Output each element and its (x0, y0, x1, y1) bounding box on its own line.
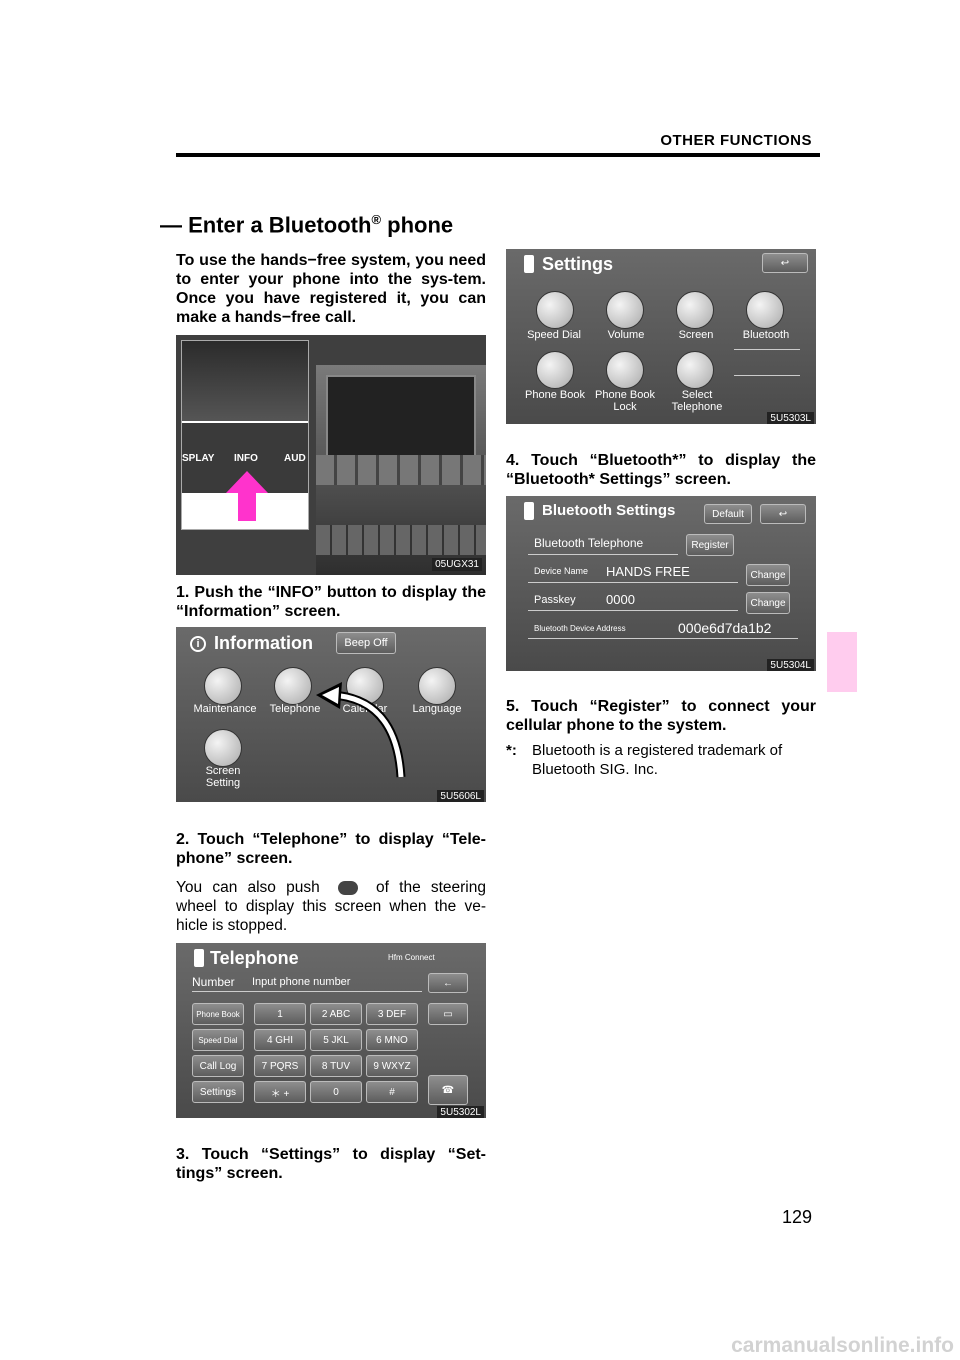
lock-icon (606, 351, 644, 389)
page-number: 129 (781, 1207, 812, 1227)
intro-paragraph: To use the hands−free system, you need t… (176, 252, 486, 326)
settings-item-select-telephone: Select Telephone (671, 389, 723, 413)
speed-dial-button: Speed Dial (192, 1029, 244, 1051)
section-tab (827, 632, 857, 692)
header-rule (176, 153, 820, 157)
info-item-screen-setting: Screen Setting (205, 765, 241, 789)
screen-setting-icon (204, 729, 242, 767)
language-icon (418, 667, 456, 705)
step-1: 1. Push the “INFO” button to display the… (176, 584, 486, 620)
change-button-2: Change (746, 592, 790, 614)
volume-icon (606, 291, 644, 329)
telephone-title: Telephone (210, 948, 299, 968)
console-code: 05UGX31 (432, 558, 482, 571)
settings-item-speed-dial: Speed Dial (527, 329, 581, 341)
device-address-value: 000e6d7da1b2 (678, 620, 772, 636)
telephone-icon (274, 667, 312, 705)
key-hash: # (366, 1081, 418, 1103)
step-2: 2. Touch “Telephone” to display “Tele-ph… (176, 831, 486, 867)
telephone-code: 5U5302L (437, 1106, 484, 1118)
settings-item-bluetooth: Bluetooth (742, 329, 790, 341)
phone-icon (524, 502, 534, 520)
settings-screen-image: Settings ↩ Speed Dial Volume Screen Blue… (506, 249, 816, 424)
settings-title: Settings (542, 254, 614, 274)
backspace-button: ← (428, 973, 468, 993)
key-5: 5 JKL (310, 1029, 362, 1051)
footnote: *: Bluetooth is a registered trademark o… (506, 742, 783, 778)
settings-code: 5U5303L (767, 412, 814, 424)
passkey-value: 0000 (606, 592, 635, 607)
phone-icon (194, 949, 204, 967)
key-2: 2 ABC (310, 1003, 362, 1025)
steering-talk-switch-icon (337, 880, 358, 895)
beep-off-button: Beep Off (336, 632, 396, 654)
information-code: 5U5606L (437, 790, 484, 802)
key-3: 3 DEF (366, 1003, 418, 1025)
change-button-1: Change (746, 564, 790, 586)
bluetooth-icon (746, 291, 784, 329)
device-address-label: Bluetooth Device Address (534, 624, 626, 633)
key-star: ＊ + (254, 1081, 306, 1103)
info-circle-icon: i (190, 636, 206, 652)
curved-arrow-icon (316, 682, 406, 778)
call-log-button: Call Log (192, 1055, 244, 1077)
watermark: carmanualsonline.info (731, 1334, 954, 1357)
telephone-screen-image: Telephone Hfm Connect Number Input phone… (176, 943, 486, 1118)
information-screen-image: i Information Beep Off Maintenance Telep… (176, 627, 486, 802)
audio-button: AUD (284, 453, 306, 464)
bluetooth-settings-screen-image: Bluetooth Settings Default ↩ Bluetooth T… (506, 496, 816, 671)
phone-book-icon (536, 351, 574, 389)
register-button: Register (686, 534, 734, 556)
pointer-arrow-icon (226, 471, 268, 521)
key-7: 7 PQRS (254, 1055, 306, 1077)
bt-settings-code: 5U5304L (767, 659, 814, 671)
hf-connect-label: Hfm Connect (388, 953, 435, 962)
info-title: Information (214, 633, 313, 653)
key-4: 4 GHI (254, 1029, 306, 1051)
key-9: 9 WXYZ (366, 1055, 418, 1077)
step-3: 3. Touch “Settings” to display “Set-ting… (176, 1146, 486, 1182)
device-name-value: HANDS FREE (606, 564, 690, 579)
device-name-label: Device Name (534, 566, 589, 576)
console-image: SPLAY INFO AUD 05UGX31 (176, 335, 486, 575)
settings-item-phone-book: Phone Book (525, 389, 585, 401)
header-title: OTHER FUNCTIONS (660, 132, 812, 149)
off-hook-icon: ☎ (428, 1075, 468, 1105)
speed-dial-icon (536, 291, 574, 329)
settings-item-screen: Screen (678, 329, 714, 341)
step-2-note: You can also push of the steering wheel … (176, 879, 486, 934)
select-telephone-icon (676, 351, 714, 389)
step-5: 5. Touch “Register” to connect your cell… (506, 698, 816, 734)
display-button: SPLAY (182, 453, 215, 464)
key-8: 8 TUV (310, 1055, 362, 1077)
bt-settings-title: Bluetooth Settings (542, 502, 676, 519)
screen-icon (676, 291, 714, 329)
info-item-language: Language (412, 703, 462, 715)
number-label: Number (192, 975, 235, 989)
passkey-label: Passkey (534, 594, 576, 606)
section-heading: — Enter a Bluetooth® phone (160, 212, 454, 238)
settings-item-volume: Volume (607, 329, 645, 341)
phone-book-button: Phone Book (192, 1003, 244, 1025)
bt-telephone-label: Bluetooth Telephone (534, 536, 644, 550)
info-button: INFO (234, 453, 258, 464)
back-button: ↩ (762, 253, 808, 273)
key-0: 0 (310, 1081, 362, 1103)
phone-number-input: Input phone number (252, 976, 351, 988)
key-1: 1 (254, 1003, 306, 1025)
key-6: 6 MNO (366, 1029, 418, 1051)
default-button: Default (704, 504, 752, 524)
back-button: ↩ (760, 504, 806, 524)
settings-item-phone-book-lock: Phone Book Lock (595, 389, 655, 413)
info-item-maintenance: Maintenance (193, 703, 257, 715)
display-toggle-icon: ▭ (428, 1003, 468, 1025)
maintenance-icon (204, 667, 242, 705)
step-4: 4. Touch “Bluetooth*” to display the “Bl… (506, 452, 816, 488)
settings-button: Settings (192, 1081, 244, 1103)
phone-icon (524, 255, 534, 273)
info-item-telephone: Telephone (269, 703, 321, 715)
